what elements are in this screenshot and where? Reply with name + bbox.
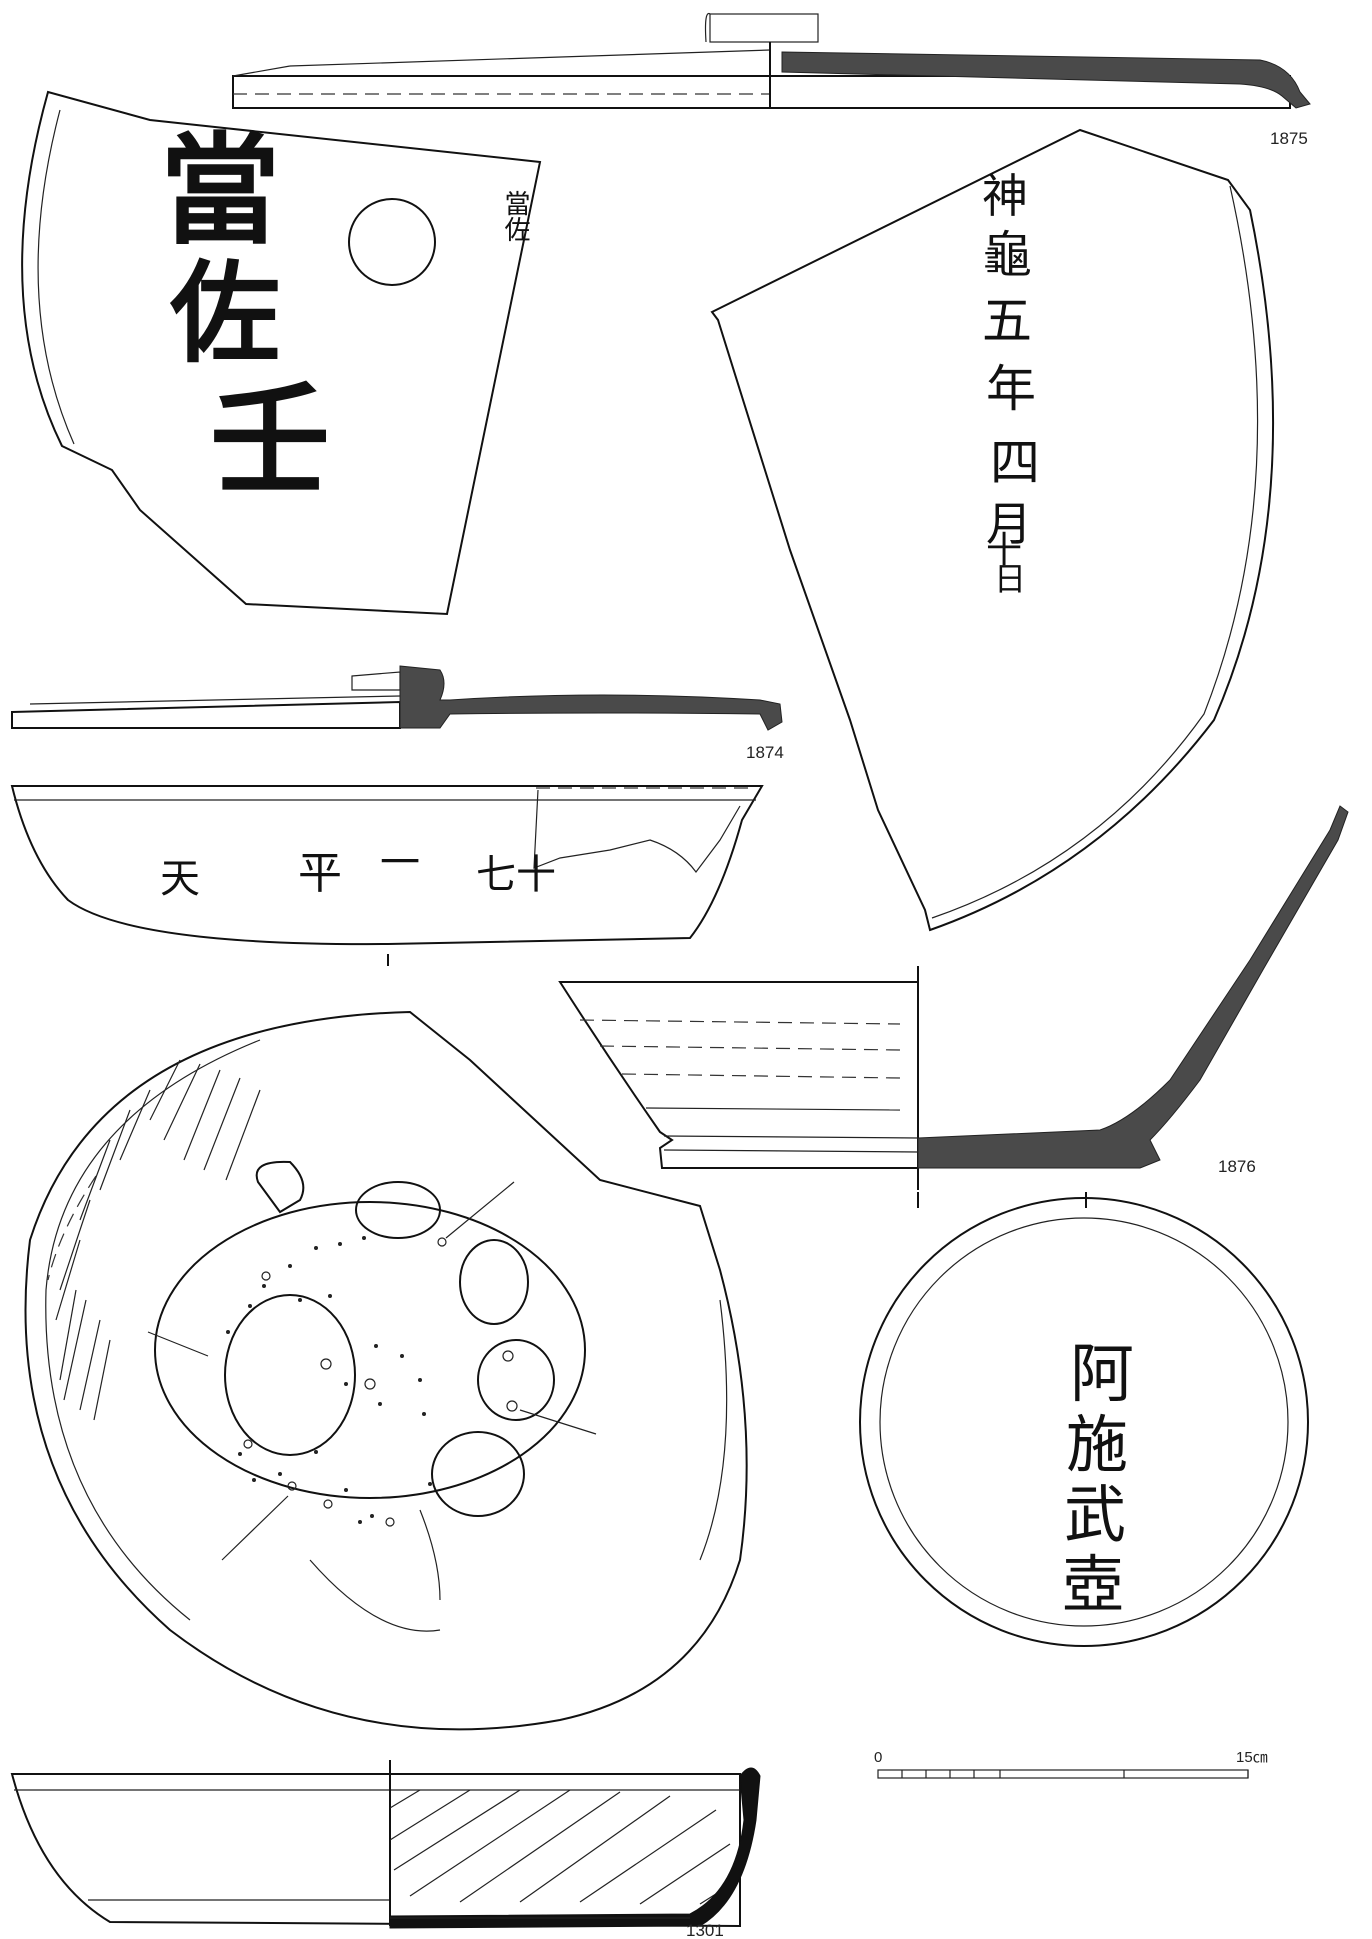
lid-1874-plan <box>21 90 542 616</box>
ring-marks <box>243 1237 518 1527</box>
bowl-1876-section <box>558 805 1349 1208</box>
inscription-1874-char-3: 壬 <box>210 370 330 511</box>
base-char-2: 施 <box>1066 1408 1128 1481</box>
base-char-1: 阿 <box>1070 1338 1134 1412</box>
shenkui-char-7: 十 <box>986 530 1022 571</box>
shenkui-char-2: 龜 <box>982 226 1032 284</box>
lid-1874-profile <box>11 665 783 731</box>
base-char-4: 壺 <box>1062 1548 1124 1621</box>
inscription-shenkui: 神 龜 五 年 四 月 十 日 <box>982 169 1040 598</box>
base-char-3: 武 <box>1064 1478 1126 1551</box>
scale-end-label: 15㎝ <box>1236 1749 1268 1766</box>
inscription-1874-char-2: 佐 <box>169 249 280 378</box>
profile-hatching <box>389 1789 739 1905</box>
dish-side-view <box>10 785 764 966</box>
dish-char-4: 七 <box>476 852 516 898</box>
dish-char-5: 十 <box>516 852 556 898</box>
dish-char-1: 天 <box>160 856 200 902</box>
shenkui-char-6: 月 <box>986 497 1032 551</box>
inscription-1874-char-1: 當 <box>160 120 280 261</box>
inscription-1874-side: 當佐 <box>500 190 530 242</box>
shenkui-char-5: 四 <box>990 434 1040 492</box>
base-plan-circle <box>859 1197 1309 1647</box>
shenkui-char-8: 日 <box>994 560 1026 598</box>
shenkui-char-4: 年 <box>986 360 1036 418</box>
punch-dots <box>226 1236 432 1524</box>
dish-char-2: 平 <box>298 848 342 899</box>
scale-start-label: 0 <box>874 1749 882 1766</box>
bowl-fragment-shenkui <box>710 128 1275 932</box>
dish-side-inscription: 天 平 一 七 十 <box>160 840 556 902</box>
figure-number-1874: 1874 <box>746 743 784 762</box>
dish-1301-plan <box>24 1010 748 1731</box>
figure-number-1876: 1876 <box>1218 1157 1256 1176</box>
dish-1301-profile <box>10 1760 761 1929</box>
shenkui-char-3: 五 <box>982 292 1032 350</box>
figure-number-1301: 1301 <box>686 1921 724 1939</box>
shenkui-char-1: 神 <box>982 169 1028 223</box>
figure-number-1875: 1875 <box>1270 129 1308 148</box>
inscription-1874: 當 佐 壬 當佐 <box>160 120 530 511</box>
lid-1875-profile <box>232 12 1311 109</box>
base-inscription: 阿 施 武 壺 <box>1062 1338 1134 1621</box>
dish-char-3: 一 <box>380 840 420 886</box>
hatching-strokes <box>55 1059 261 1421</box>
scale-bar: 0 15㎝ <box>874 1749 1268 1779</box>
